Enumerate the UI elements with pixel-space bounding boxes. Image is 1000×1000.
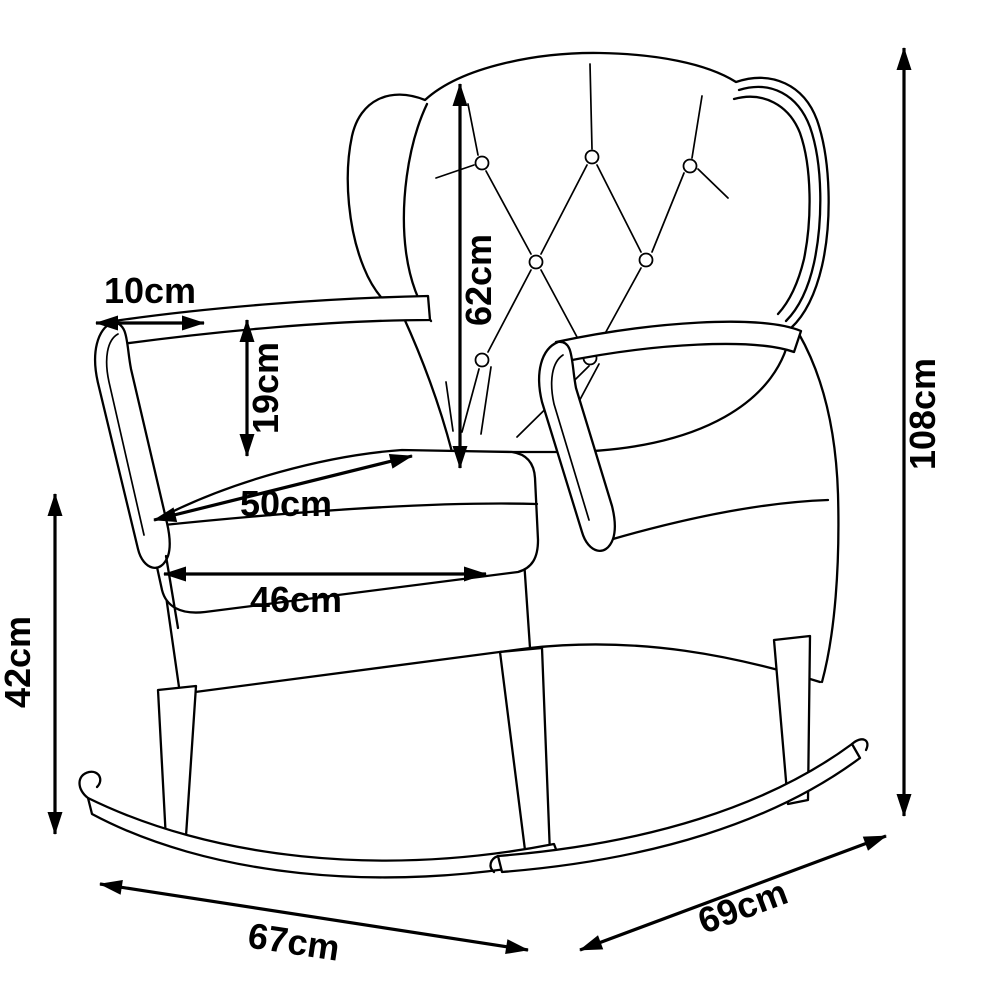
right-arm-top bbox=[554, 320, 803, 364]
right-arm-lower-edge bbox=[611, 498, 830, 541]
dimension-base-width: 67cm bbox=[99, 879, 529, 969]
right-rocker-left-tip-curl bbox=[489, 854, 500, 874]
tuft-button bbox=[638, 252, 654, 268]
tuft-button bbox=[474, 352, 490, 368]
legs bbox=[156, 634, 812, 860]
overall-height-label: 108cm bbox=[902, 358, 943, 470]
seat-depth-arrow bbox=[153, 454, 413, 522]
dimension-armrest-height: 19cm bbox=[239, 319, 286, 457]
dimension-arm-top-width: 10cm bbox=[95, 270, 205, 331]
back-right-leg bbox=[772, 634, 812, 806]
chair-drawing bbox=[78, 51, 869, 879]
dimension-seat-height: 42cm bbox=[0, 493, 63, 835]
left-arm bbox=[94, 294, 432, 630]
backrest-height-label: 62cm bbox=[458, 234, 499, 326]
tuft-button bbox=[528, 254, 544, 270]
dimension-seat-depth: 50cm bbox=[153, 454, 413, 524]
rockers bbox=[78, 738, 869, 879]
seat-depth-label: 50cm bbox=[240, 483, 332, 524]
tufting bbox=[435, 63, 729, 438]
seat-width-label: 46cm bbox=[250, 579, 342, 620]
left-rocker-tip-curl bbox=[78, 770, 102, 800]
right-arm-roll-inner-line bbox=[550, 354, 590, 521]
arm-top-width-label: 10cm bbox=[104, 270, 196, 311]
dimension-backrest-height: 62cm bbox=[452, 83, 499, 469]
base-width-label: 67cm bbox=[245, 915, 342, 969]
right-wing-piping-inner bbox=[732, 95, 811, 316]
left-arm-roll-inner-line bbox=[105, 333, 145, 536]
armrest-height-label: 19cm bbox=[245, 342, 286, 434]
dimension-seat-width: 46cm bbox=[163, 566, 487, 620]
tuft-button bbox=[682, 158, 698, 174]
tuft-button bbox=[474, 155, 490, 171]
base-width-arrow bbox=[99, 879, 529, 955]
front-right-leg bbox=[498, 646, 552, 860]
right-rocker-right-tip-curl bbox=[850, 738, 869, 752]
left-arm-front-roll bbox=[94, 320, 171, 569]
base-depth-label: 69cm bbox=[692, 871, 793, 942]
backrest-outline bbox=[346, 51, 830, 454]
tuft-pleat-lines bbox=[435, 63, 729, 199]
tuft-button bbox=[584, 149, 600, 165]
tuft-diamond-lines bbox=[485, 164, 685, 353]
seat-height-label: 42cm bbox=[0, 616, 38, 708]
base-right-contour bbox=[797, 332, 840, 684]
backrest bbox=[346, 51, 830, 454]
left-arm-top bbox=[112, 294, 432, 346]
front-left-leg bbox=[156, 684, 198, 842]
dimension-overall-height: 108cm bbox=[896, 47, 943, 817]
right-arm bbox=[538, 320, 830, 552]
base-depth-arrow bbox=[579, 834, 887, 952]
left-rocker bbox=[86, 796, 562, 879]
right-wing-piping-outer bbox=[737, 85, 822, 323]
